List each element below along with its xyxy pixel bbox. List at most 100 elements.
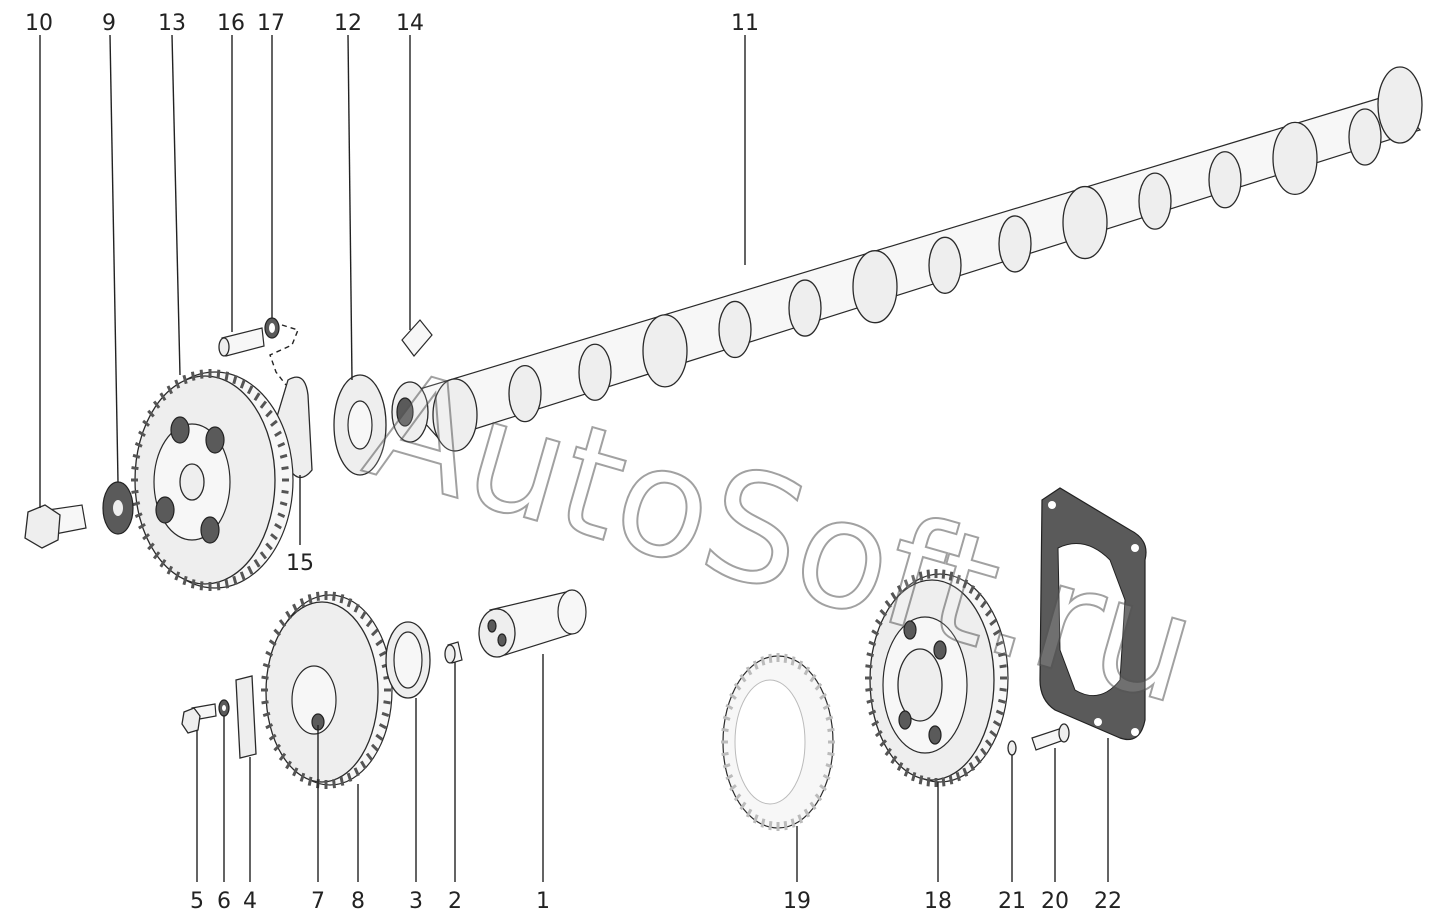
gear-tooth xyxy=(884,747,892,756)
gear-tooth xyxy=(918,571,924,581)
gear-tooth xyxy=(281,466,289,471)
ring-gear-19 xyxy=(721,653,835,831)
callout-5: 5 xyxy=(190,889,204,914)
gear-tooth xyxy=(790,818,796,828)
gear-tooth xyxy=(375,733,384,741)
gear-tooth xyxy=(980,747,988,756)
gear-tooth xyxy=(190,579,196,589)
gear-tooth xyxy=(918,775,924,785)
callout-4: 4 xyxy=(243,889,257,914)
gear-tooth xyxy=(809,801,817,811)
lock-washer-17 xyxy=(264,317,280,339)
bolt-5 xyxy=(181,703,217,734)
gear-tooth xyxy=(299,772,306,782)
callout-19: 19 xyxy=(783,889,811,914)
gear-tooth xyxy=(783,653,788,663)
callout-8: 8 xyxy=(351,889,365,914)
gear-tooth xyxy=(253,392,261,402)
gear-tooth xyxy=(224,579,230,589)
washer-6 xyxy=(218,699,230,717)
gear-tooth xyxy=(903,579,910,589)
gear-tooth xyxy=(281,489,289,494)
cam-lobe xyxy=(998,215,1032,273)
pin-16 xyxy=(218,327,265,357)
gear-tooth xyxy=(307,776,313,786)
gear-tooth xyxy=(353,767,360,777)
gear-tooth xyxy=(182,374,188,385)
gear-tooth xyxy=(760,656,766,666)
idler-axle-1 xyxy=(478,589,587,658)
gear-tooth xyxy=(273,628,282,637)
gear-tooth xyxy=(273,743,282,752)
gear-tooth xyxy=(265,409,273,418)
gear-tooth xyxy=(797,814,804,824)
gear-tooth xyxy=(232,374,238,385)
gear-tooth xyxy=(360,760,367,770)
gear-tooth xyxy=(989,618,998,626)
gear-tooth xyxy=(353,603,360,613)
gear-tooth xyxy=(370,628,379,637)
gear-tooth xyxy=(890,755,898,765)
washer-9 xyxy=(102,481,134,535)
gear-tooth xyxy=(365,619,374,628)
gear-tooth xyxy=(131,466,139,471)
gear-tooth xyxy=(262,711,271,718)
callout-21: 21 xyxy=(998,889,1026,914)
gear-tooth xyxy=(279,501,288,507)
gear-tooth xyxy=(721,727,729,733)
callout-17: 17 xyxy=(257,11,285,36)
gear-tooth xyxy=(265,723,274,730)
gear-tooth xyxy=(216,369,221,379)
gear-tooth xyxy=(984,739,993,748)
gear-tooth xyxy=(142,533,150,541)
cam-lobe xyxy=(1062,185,1108,260)
gear-tooth xyxy=(285,760,292,770)
gear-tooth xyxy=(974,591,982,601)
gear-tooth xyxy=(721,751,729,757)
gear-tooth xyxy=(134,441,143,448)
gear-tooth xyxy=(253,558,261,568)
gear-tooth xyxy=(261,700,269,705)
gear-tooth xyxy=(360,610,367,620)
gear-tooth xyxy=(752,660,759,670)
gear-tooth xyxy=(199,581,204,591)
bushing-2 xyxy=(444,641,463,664)
gear-tooth xyxy=(268,733,277,741)
gear-tooth xyxy=(999,664,1007,669)
gear-tooth xyxy=(274,522,282,530)
gear-tooth xyxy=(874,618,883,626)
gear-tooth xyxy=(152,551,161,560)
gear-tooth xyxy=(216,581,221,591)
gear-tooth xyxy=(339,776,345,786)
gear-tooth xyxy=(745,666,753,676)
gear-tooth xyxy=(725,773,734,781)
gear-tooth xyxy=(865,664,873,669)
gear-tooth xyxy=(760,818,766,828)
gear-tooth xyxy=(962,579,969,589)
gear-tooth xyxy=(262,662,271,669)
gear-18 xyxy=(865,569,1009,787)
cam-lobe xyxy=(642,314,688,388)
gear-tooth xyxy=(879,739,888,748)
gear-tooth xyxy=(292,767,299,777)
gear-tooth xyxy=(277,441,286,448)
camshaft-gear-13 xyxy=(131,369,294,591)
gear-tooth xyxy=(138,430,146,438)
gear-tooth xyxy=(955,574,961,585)
gear-tooth xyxy=(346,772,353,782)
gear-tooth xyxy=(147,542,155,551)
gear-tooth xyxy=(285,610,292,620)
cam-lobe xyxy=(1272,121,1318,196)
callout-15: 15 xyxy=(286,551,314,576)
snap-ring-21 xyxy=(1007,740,1017,756)
gear-tooth xyxy=(968,585,976,594)
gear-tooth xyxy=(827,727,835,733)
callout-18: 18 xyxy=(924,889,952,914)
gear-tooth xyxy=(190,371,196,381)
cam-lobe xyxy=(788,279,822,337)
callout-22: 22 xyxy=(1094,889,1122,914)
callout-3: 3 xyxy=(409,889,423,914)
gear-tooth xyxy=(911,574,917,585)
